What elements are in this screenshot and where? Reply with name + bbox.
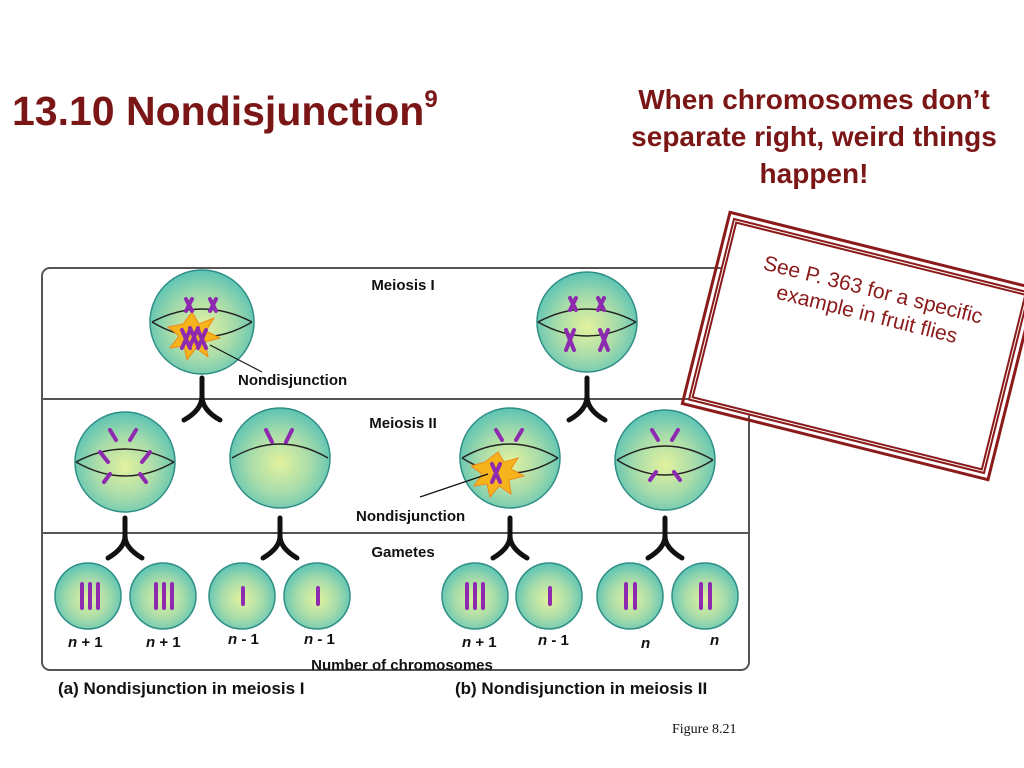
- gamete-count-7: n: [641, 635, 650, 652]
- chromosomes: [490, 428, 524, 484]
- caption-a: (a) Nondisjunction in meiosis I: [58, 679, 305, 698]
- axis-label-chromosome-number: Number of chromosomes: [311, 657, 493, 674]
- gamete-4: [283, 562, 351, 630]
- gamete-count-3: n - 1: [228, 631, 259, 648]
- gamete-count-4: n - 1: [304, 631, 335, 648]
- split-arrow-1: [181, 375, 223, 423]
- gamete-count-8: n: [710, 632, 719, 649]
- cell: [229, 407, 331, 509]
- gamete-count-2: n + 1: [146, 634, 181, 651]
- gamete-3: [208, 562, 276, 630]
- spindle: [537, 321, 637, 337]
- cell: [536, 271, 638, 373]
- chromosomes: [98, 428, 152, 484]
- meiosis-1-cell-a: [149, 269, 255, 375]
- split-arrow-2: [566, 375, 608, 423]
- gamete-count-5: n + 1: [462, 634, 497, 651]
- meiosis-2-cell-1: [74, 411, 176, 513]
- nondisjunction-label-1: Nondisjunction: [238, 372, 347, 389]
- gamete-8: [671, 562, 739, 630]
- stage-label-gametes: Gametes: [371, 544, 434, 561]
- stage-label-meiosis-2: Meiosis II: [369, 415, 437, 432]
- gamete-5: [441, 562, 509, 630]
- spindle: [537, 308, 637, 323]
- chromosomes: [648, 428, 682, 482]
- meiosis-2-cell-2: [229, 407, 331, 509]
- gamete-count-1: n + 1: [68, 634, 103, 651]
- caption-b: (b) Nondisjunction in meiosis II: [455, 679, 707, 698]
- split-arrows-2: [105, 515, 685, 561]
- nondisjunction-label-2: Nondisjunction: [356, 508, 465, 525]
- gamete-6: [515, 562, 583, 630]
- meiosis-2-cell-3: [459, 407, 561, 509]
- title-text: 13.10 Nondisjunction: [12, 88, 425, 134]
- gamete-2: [129, 562, 197, 630]
- gamete-7: [596, 562, 664, 630]
- slide-subtitle: When chromosomes don’t separate right, w…: [631, 84, 997, 189]
- cell: [614, 409, 716, 511]
- pointer-line: [419, 473, 489, 498]
- gamete-1: [54, 562, 122, 630]
- cell: [149, 269, 255, 375]
- figure-reference: Figure 8.21: [672, 722, 737, 737]
- meiosis-2-cell-4: [614, 409, 716, 511]
- pointer-line: [209, 344, 263, 373]
- chromosomes: [264, 428, 294, 444]
- cell: [74, 411, 176, 513]
- stage-label-meiosis-1: Meiosis I: [371, 277, 434, 294]
- chromosomes: [180, 297, 218, 350]
- slide-title: 13.10 Nondisjunction9: [12, 86, 438, 135]
- spindle: [151, 308, 253, 323]
- chromosomes: [564, 296, 610, 352]
- meiosis-1-cell-b: [536, 271, 638, 373]
- gamete-count-6: n - 1: [538, 632, 569, 649]
- title-superscript: 9: [424, 86, 438, 113]
